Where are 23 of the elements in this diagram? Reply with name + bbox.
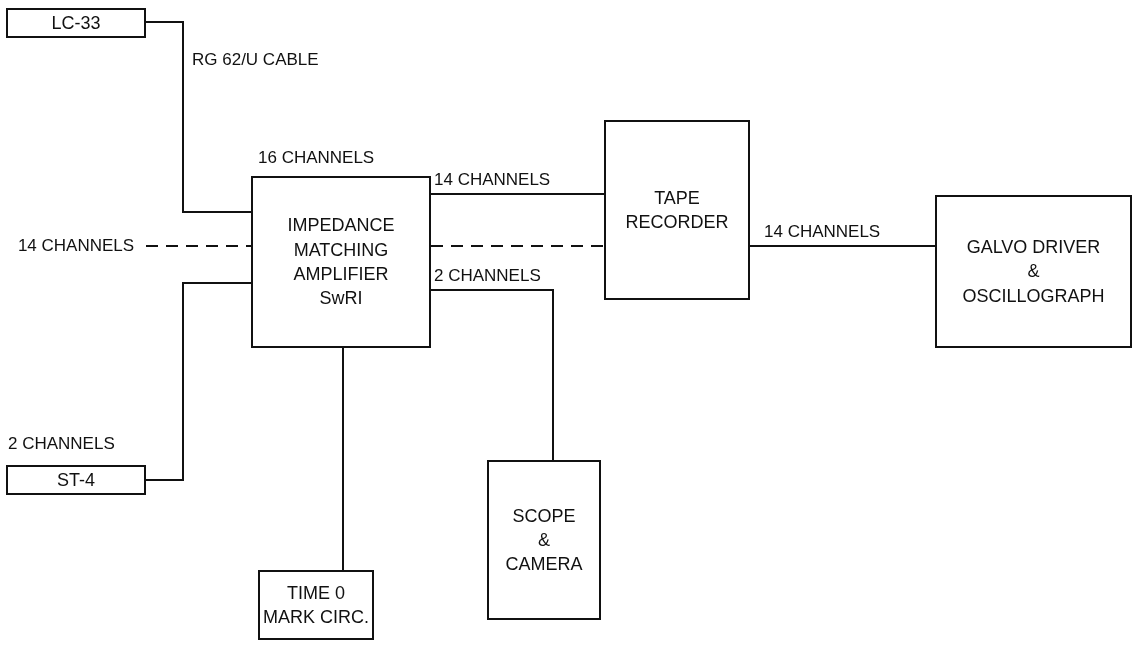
connector-line — [430, 289, 554, 461]
block-label: SCOPE & CAMERA — [505, 504, 583, 577]
block-label: TIME 0 MARK CIRC. — [262, 581, 370, 629]
block-box — [6, 465, 146, 495]
connector-line — [430, 193, 605, 195]
block-box — [258, 570, 374, 640]
block-box — [487, 460, 601, 620]
dashed-connector — [430, 245, 605, 247]
block-label: 14 CHANNELS — [17, 234, 135, 257]
block-box — [935, 195, 1132, 348]
connector-line — [145, 21, 252, 213]
block-label: LC-33 — [51, 11, 101, 35]
connector-line — [342, 347, 344, 571]
connector-line — [145, 282, 252, 481]
block-label: IMPEDANCE MATCHING AMPLIFIER SwRI — [287, 214, 395, 311]
block-box — [251, 176, 431, 348]
dashed-connector — [145, 245, 252, 247]
block-box — [6, 8, 146, 38]
connector-line — [749, 245, 936, 247]
block-label: ST-4 — [57, 468, 95, 492]
block-box — [604, 120, 750, 300]
block-label: GALVO DRIVER & OSCILLOGRAPH — [962, 236, 1105, 308]
block-label: TAPE RECORDER — [625, 186, 729, 234]
